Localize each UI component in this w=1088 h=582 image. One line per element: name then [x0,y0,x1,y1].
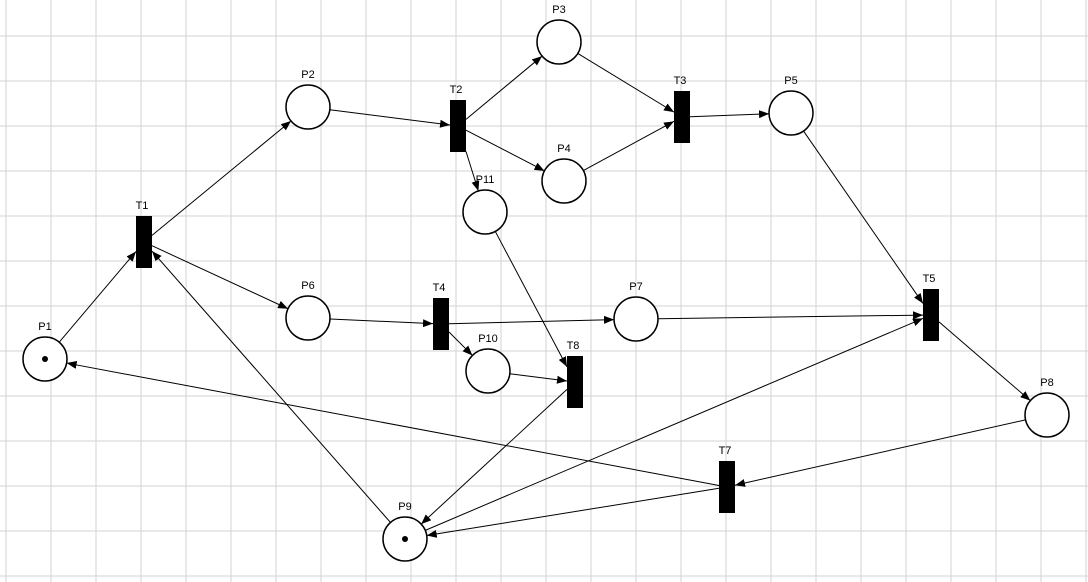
place-label: P2 [301,69,314,81]
place-circle [541,158,587,204]
place-p4[interactable]: P4 [541,143,587,204]
arc-t3-to-p5 [689,110,770,119]
arc-p5-to-t5 [803,130,924,304]
place-p6[interactable]: P6 [285,280,331,341]
place-label: P7 [629,281,642,293]
arc-p9-to-t5 [425,317,924,531]
token [42,356,48,362]
arcs [58,53,1031,538]
arc-t2-to-p4 [465,129,545,172]
transition-label: T2 [450,84,463,96]
place-p1[interactable]: P1 [22,321,68,382]
place-p3[interactable]: P3 [536,4,582,65]
place-label: P11 [476,174,495,186]
transition-bar [136,216,152,268]
transition-bar [674,91,690,143]
place-label: P10 [478,333,498,345]
place-p2[interactable]: P2 [285,69,331,130]
transition-label: T4 [433,282,446,294]
arc-p1-to-t1 [58,251,137,343]
transition-label: T8 [567,340,580,352]
place-p9[interactable]: P9 [382,501,428,562]
arc-t4-to-p7 [448,315,615,325]
transition-bar [450,100,466,152]
transition-bar [433,298,449,350]
place-circle [285,84,331,130]
token [402,536,408,542]
place-p8[interactable]: P8 [1024,377,1070,438]
arc-t2-to-p11 [465,151,480,192]
arc-p2-to-t2 [329,109,451,128]
transition-label: T3 [674,75,687,87]
arc-p7-to-t5 [657,311,924,320]
place-label: P1 [38,321,51,333]
place-p7[interactable]: P7 [613,281,659,342]
transition-t3[interactable]: T3 [674,75,690,143]
arc-t5-to-p8 [938,321,1031,402]
place-circle [768,90,814,136]
place-label: P6 [301,280,314,292]
transition-label: T1 [136,200,149,212]
arc-t8-to-p9 [420,389,568,525]
transition-t5[interactable]: T5 [923,273,939,341]
arc-p6-to-t4 [329,318,434,328]
transition-bar [719,461,735,513]
place-label: P8 [1040,377,1053,389]
transition-t7[interactable]: T7 [719,445,735,513]
place-p11[interactable]: P11 [462,174,508,235]
transition-t8[interactable]: T8 [567,340,583,408]
place-circle [536,19,582,65]
arc-t7-to-p1 [66,360,720,486]
arc-p9-to-t1 [151,250,391,523]
place-label: P3 [552,4,565,16]
arc-t2-to-p3 [465,55,543,120]
transition-t4[interactable]: T4 [433,282,449,350]
arc-t1-to-p6 [151,245,289,310]
place-label: P5 [784,75,797,87]
arc-p8-to-t7 [734,419,1026,487]
transition-bar [567,356,583,408]
transition-label: T7 [719,445,732,457]
arc-p3-to-t3 [577,53,675,113]
arc-p10-to-t8 [509,373,568,384]
place-circle [462,189,508,235]
place-circle [1024,392,1070,438]
arc-t7-to-p9 [426,487,720,538]
transition-bar [923,289,939,341]
arc-p4-to-t3 [583,120,675,171]
place-p10[interactable]: P10 [465,333,511,394]
arc-t1-to-p2 [151,120,292,236]
place-label: P4 [557,143,570,155]
place-label: P9 [398,501,411,513]
transition-t2[interactable]: T2 [450,84,466,152]
place-circle [613,296,659,342]
transition-t1[interactable]: T1 [136,200,152,268]
place-circle [285,295,331,341]
transition-label: T5 [923,273,936,285]
arc-t4-to-p10 [448,331,473,356]
place-circle [465,348,511,394]
arc-p11-to-t8 [494,231,568,368]
place-p5[interactable]: P5 [768,75,814,136]
